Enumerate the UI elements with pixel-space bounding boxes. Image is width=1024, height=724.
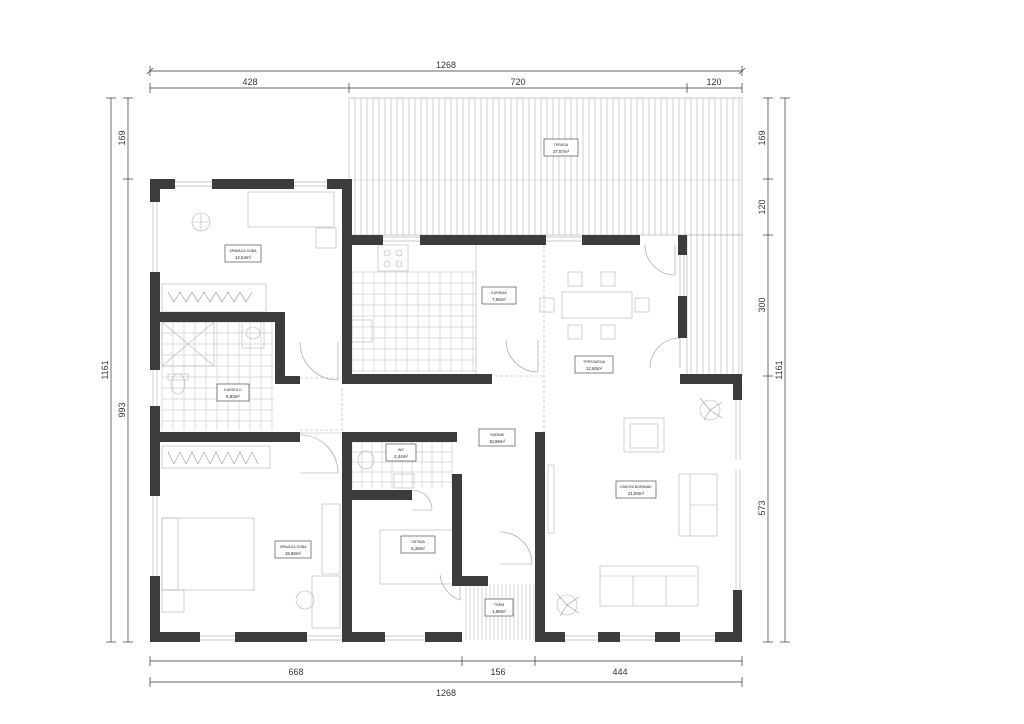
dim-top-seg-3: 120 xyxy=(706,77,721,87)
walls xyxy=(150,179,742,642)
dim-bottom-overall: 1268 xyxy=(436,688,456,698)
dim-right-seg-3: 300 xyxy=(757,297,767,312)
dim-top-seg-1: 428 xyxy=(242,77,257,87)
dim-right-overall: 1161 xyxy=(774,360,784,379)
room-label-trpezarija: TRPEZARIJA 12,60m² xyxy=(574,355,614,374)
room-label-trem: TREM 1,88m² xyxy=(484,598,514,617)
svg-text:KUHINJA: KUHINJA xyxy=(491,291,507,295)
dim-left-seg-2: 993 xyxy=(117,402,127,417)
svg-text:TRPEZARIJA: TRPEZARIJA xyxy=(583,360,606,364)
dim-right-seg-4: 573 xyxy=(757,500,767,515)
svg-text:6,28m²: 6,28m² xyxy=(411,546,425,551)
svg-text:27,87m²: 27,87m² xyxy=(553,149,570,154)
dim-right-seg-2: 120 xyxy=(757,199,767,214)
svg-text:SPAVACA SOBA: SPAVACA SOBA xyxy=(280,545,308,549)
room-label-terasa: TERASA 27,87m² xyxy=(543,138,579,157)
svg-text:12,60m²: 12,60m² xyxy=(586,366,603,371)
svg-text:KUPATILO: KUPATILO xyxy=(224,388,241,392)
dimension-texts: 1268 428 720 120 668 156 444 1268 1161 1… xyxy=(100,60,784,698)
dim-left-overall: 1161 xyxy=(100,360,110,379)
svg-text:HODNIK: HODNIK xyxy=(490,433,505,437)
room-labels: TERASA 27,87m² SPAVACA SOBA 12,54m² KUPA… xyxy=(216,138,657,617)
interior-details xyxy=(161,191,723,640)
room-label-ostava: OSTAVA 6,28m² xyxy=(400,535,436,554)
svg-text:15,86m²: 15,86m² xyxy=(285,551,302,556)
terrace-decking xyxy=(348,97,743,377)
svg-text:TERASA: TERASA xyxy=(554,143,569,147)
room-label-hodnik: HODNIK 10,96m² xyxy=(478,428,516,447)
svg-text:SPAVACA SOBA: SPAVACA SOBA xyxy=(230,249,258,253)
dim-left-seg-1: 169 xyxy=(117,130,127,145)
svg-text:21,50m²: 21,50m² xyxy=(628,491,645,496)
room-label-spavaca-soba-2: SPAVACA SOBA 15,86m² xyxy=(274,540,312,559)
svg-text:WC: WC xyxy=(398,448,404,452)
room-label-dnevni-boravak: DNEVNI BORAVAK 21,50m² xyxy=(615,480,657,499)
dim-bottom-seg-3: 444 xyxy=(612,667,627,677)
dimension-lines xyxy=(106,66,790,687)
svg-text:2,44m²: 2,44m² xyxy=(394,454,408,459)
room-label-kupatilo: KUPATILO 5,83m² xyxy=(216,383,250,402)
room-label-wc: WC 2,44m² xyxy=(385,443,417,462)
svg-text:OSTAVA: OSTAVA xyxy=(411,540,425,544)
dim-top-seg-2: 720 xyxy=(510,77,525,87)
dim-top-overall: 1268 xyxy=(436,60,456,70)
dim-bottom-seg-1: 668 xyxy=(288,667,303,677)
svg-text:10,96m²: 10,96m² xyxy=(489,439,506,444)
svg-text:TREM: TREM xyxy=(494,603,504,607)
room-label-spavaca-soba-1: SPAVACA SOBA 12,54m² xyxy=(224,244,262,263)
svg-text:DNEVNI BORAVAK: DNEVNI BORAVAK xyxy=(620,485,652,489)
room-label-kuhinja: KUHINJA 7,55m² xyxy=(481,286,517,305)
svg-text:5,83m²: 5,83m² xyxy=(226,394,240,399)
dim-right-seg-1: 169 xyxy=(757,130,767,145)
svg-text:7,55m²: 7,55m² xyxy=(492,297,506,302)
svg-text:1,88m²: 1,88m² xyxy=(492,609,506,614)
windows xyxy=(152,181,741,641)
svg-text:12,54m²: 12,54m² xyxy=(235,255,252,260)
dim-bottom-seg-2: 156 xyxy=(490,667,505,677)
